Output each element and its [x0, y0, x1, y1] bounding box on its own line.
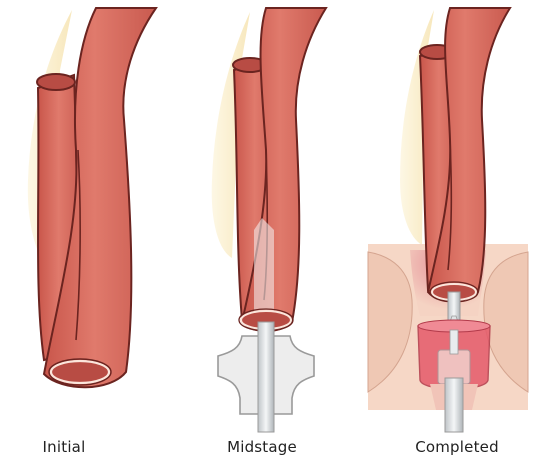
stapler-shaft-completed — [445, 378, 463, 432]
trocar-ghost — [254, 218, 274, 320]
stage-completed-figure — [368, 8, 528, 432]
stump-opening-initial — [37, 74, 75, 90]
colon-opening-initial — [51, 361, 109, 383]
stage-label-initial: Initial — [43, 438, 86, 456]
anvil-center-rod — [450, 330, 458, 354]
stage-initial-figure — [28, 8, 156, 387]
stapler-shaft-midstage — [258, 322, 274, 432]
stage-label-midstage: Midstage — [227, 438, 297, 456]
stage-label-completed: Completed — [415, 438, 499, 456]
stage-midstage-figure — [212, 8, 326, 432]
